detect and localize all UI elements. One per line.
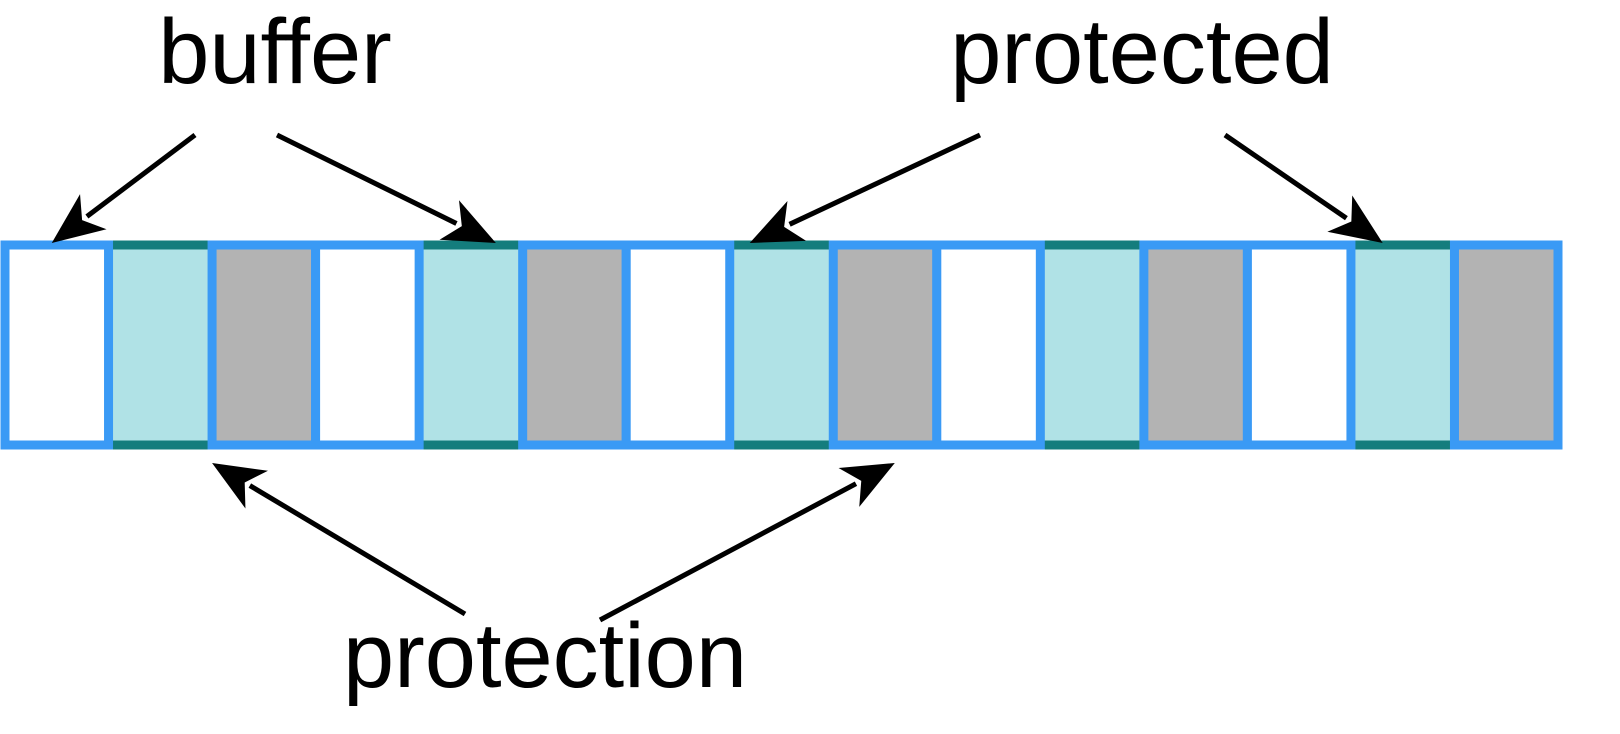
buffer-arrow-shaft: [85, 133, 197, 219]
buffer-arrow-shaft: [275, 132, 458, 226]
protection-top-edge: [108, 240, 213, 250]
protected-cell: [1139, 240, 1252, 450]
protection-bottom-edge: [108, 440, 213, 450]
protection-arrow-head: [212, 463, 268, 509]
protected-cell: [828, 240, 942, 450]
protected-cell: [207, 240, 321, 450]
protection-top-edge: [1350, 240, 1455, 250]
buffer-cell: [621, 240, 735, 450]
protection-arrow-shaft: [598, 481, 858, 623]
protected-cell: [1449, 240, 1563, 450]
protection-top-edge: [1040, 240, 1144, 250]
protection-bottom-edge: [1350, 440, 1455, 450]
protection-cell: [419, 240, 523, 450]
protection-cell: [729, 240, 834, 450]
buffer-cell: [311, 240, 424, 450]
buffer-cell: [0, 240, 114, 450]
memory-strip: [0, 240, 1563, 450]
buffer-arrow-head: [51, 194, 107, 243]
protected-cell: [518, 240, 631, 450]
buffer-arrow-head: [439, 200, 496, 243]
protection-cell: [108, 240, 213, 450]
buffer-cell: [1242, 240, 1356, 450]
protection-top-edge: [419, 240, 523, 250]
protected-arrow-shaft: [788, 132, 982, 227]
protected-arrow-head: [749, 201, 807, 243]
protection-bottom-edge: [1040, 440, 1144, 450]
arrow-layer: [51, 132, 1383, 623]
protected-label: protected: [950, 1, 1334, 103]
protection-bottom-edge: [419, 440, 523, 450]
protection-cell: [1040, 240, 1144, 450]
protection-arrow-shaft: [248, 483, 467, 617]
protection-label: protection: [343, 605, 747, 707]
protection-cell: [1350, 240, 1455, 450]
buffer-label: buffer: [158, 1, 392, 103]
protection-arrow-head: [838, 463, 895, 507]
protection-top-edge: [729, 240, 834, 250]
protected-arrow-shaft: [1223, 132, 1348, 221]
buffer-cell: [932, 240, 1045, 450]
protected-arrow-head: [1327, 195, 1383, 243]
protection-bottom-edge: [729, 440, 834, 450]
